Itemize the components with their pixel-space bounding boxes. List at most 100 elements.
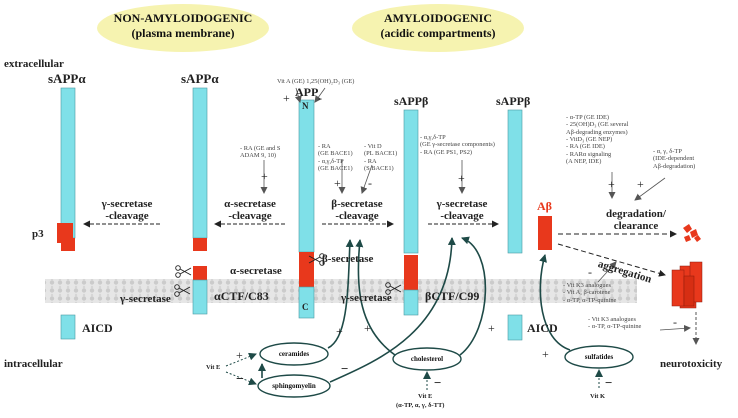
gamma-secretase-mid-label: γ-secretase	[341, 292, 392, 304]
beta-reg-arrow-2	[360, 164, 373, 194]
gamma-cleavage-1-label: γ-secretase-cleavage	[92, 198, 162, 222]
beta-regulators-right-note: - Vit D (PL BACE1) - RA (S BACE1)	[364, 143, 397, 172]
beta-regulators-left-note: - RA (GE BACE1) - α,γ,δ-TP (GE BACE1)	[318, 143, 353, 172]
sulfatides-oval	[564, 345, 634, 369]
abeta-aggregate	[671, 261, 703, 309]
app-reg-arrow-1	[294, 87, 302, 103]
abeta-block	[538, 216, 552, 250]
intracellular-label: intracellular	[4, 358, 63, 370]
sulfatides-to-abeta	[539, 254, 571, 351]
aggr-reg-arrow	[597, 261, 617, 283]
degr-reg-line: - 25(OH)D₃ (GE several	[566, 121, 629, 129]
vit-e-bottom-label: Vit E	[418, 393, 433, 400]
alpha-secretase-label: α-secretase	[230, 265, 282, 277]
gamma-cleavage-2-line-a: γ-secretase	[436, 198, 488, 210]
cholesterol-to-gamma	[459, 236, 487, 356]
gamma-regulators-note: - α,γ,δ-TP (GE γ-secretase components) -…	[420, 134, 495, 156]
toxicity-regulators-note: - Vit K3 analogues - α-TP, α-TP-quinine	[588, 316, 641, 331]
gamma-reg-line: - RA (GE PS1, PS2)	[420, 148, 473, 156]
gamma-cleavage-1-line-b: -cleavage	[105, 210, 149, 223]
sphingomyelin-oval	[257, 374, 331, 398]
sapp-alpha-2-bar	[192, 87, 208, 251]
p3-block	[57, 223, 73, 243]
alpha-cleavage-line-b: -cleavage	[228, 210, 272, 223]
aicd-1-label: AICD	[82, 321, 113, 335]
beta-reg-line: - Vit D	[364, 143, 382, 150]
degr-reg-line: Aβ-degradation)	[653, 162, 696, 170]
gamma-secretase-left-label: γ-secretase	[120, 293, 171, 305]
aggr-reg-line: - Vit K3 analogues	[563, 282, 611, 289]
gamma-plus-sign: +	[458, 171, 465, 185]
beta-reg-line: (GE BACE1)	[318, 165, 353, 173]
vit-e-to-sphingomyelin	[225, 371, 257, 386]
ceramides-oval	[259, 342, 329, 366]
aicd-2-label: AICD	[527, 321, 558, 335]
beta-reg-line: (GE BACE1)	[318, 150, 353, 158]
sapp-beta-1-bar	[403, 109, 419, 254]
vit-e-minus-sign: −	[236, 372, 244, 387]
degraded-fragments	[683, 224, 701, 242]
degr-reg-line: - α, γ, δ-TP	[653, 148, 682, 155]
sapp-alpha-1-label: sAPPα	[48, 71, 86, 86]
abeta-label: Aβ	[537, 199, 552, 213]
gamma-reg-line: - α,γ,δ-TP	[420, 134, 446, 141]
cholesterol-label: cholesterol	[410, 355, 444, 363]
degr-reg-line: Aβ-degrading enzymes)	[566, 128, 628, 136]
p3-label: p3	[32, 228, 44, 240]
bctf-label: βCTF/C99	[425, 289, 480, 303]
non-amyloidogenic-title: NON-AMYLOIDOGENIC	[113, 11, 253, 25]
sulfatides-plus-sign: +	[542, 347, 549, 361]
amyloidogenic-label: AMYLOIDOGENIC (acidic compartments)	[353, 11, 523, 41]
actf-label: αCTF/C83	[214, 289, 269, 303]
tox-reg-line: - α-TP, α-TP-quinine	[588, 323, 642, 331]
vit-e-forms-label: (α-TP, α, γ, δ-TT)	[396, 402, 445, 409]
app-regulators-note: Vit A (GE) 1,25(OH)₂D₃ (GE)	[277, 78, 355, 85]
ceramides-plus-sign: +	[336, 324, 343, 338]
degradation-regulators-left-note: - α-TP (GE IDE) - 25(OH)D₃ (GE several A…	[566, 114, 628, 166]
degr-reg-line: - RARα signaling	[566, 150, 612, 158]
plasma-membrane	[45, 279, 637, 303]
ceramides-label: ceramides	[278, 350, 310, 358]
aggr-reg-line: - Vit A, β-carotene	[563, 289, 611, 297]
beta-reg-line: (S BACE1)	[364, 165, 394, 173]
cholesterol-plus-sign-2: +	[488, 321, 495, 335]
app-minus-sign: -	[318, 91, 322, 105]
sphingomyelin-label: sphingomyelin	[272, 382, 316, 390]
alpha-reg-line: - RA (GE and S	[240, 145, 281, 152]
tox-minus-sign: -	[673, 315, 677, 329]
aggr-reg-line: - α-TP, α-TP-quinine	[563, 296, 617, 304]
gamma-cleavage-2-line-b: -cleavage	[440, 210, 484, 223]
degr-reg-line: - α-TP (GE IDE)	[566, 114, 610, 121]
bctf-bar	[403, 255, 419, 316]
beta-minus-sign: -	[368, 176, 372, 190]
vit-k-label: Vit K	[590, 393, 606, 400]
scissors-icon-beta	[308, 253, 325, 266]
sphingomyelin-to-gamma-secretase	[329, 237, 456, 383]
alpha-cleavage-line-a: α-secretase	[224, 198, 276, 210]
neurotoxicity-label: neurotoxicity	[660, 358, 723, 370]
degradation-regulators-right-note: - α, γ, δ-TP (IDE-dependent Aβ-degradati…	[653, 148, 695, 170]
vit-e-left-label: Vit E	[206, 364, 221, 371]
gamma-cleavage-2-label: γ-secretase-cleavage	[427, 198, 497, 222]
amyloidogenic-header	[352, 4, 524, 52]
vit-e-bottom-minus-sign: −	[434, 375, 442, 390]
vit-e-plus-sign: +	[236, 348, 243, 362]
gamma-reg-line: (GE γ-secretase components)	[420, 141, 495, 149]
sphingomyelin-minus-sign: −	[341, 361, 349, 376]
aggregation-regulators-note: - Vit K3 analogues - Vit A, β-carotene -…	[563, 282, 616, 304]
beta-cleavage-line-b: -cleavage	[335, 210, 379, 223]
tox-reg-arrow	[659, 324, 691, 332]
non-amyloidogenic-sub: (plasma membrane)	[131, 26, 235, 40]
c-term-label: C	[302, 302, 309, 312]
extracellular-label: extracellular	[4, 58, 64, 70]
degr-plus-sign-2: +	[637, 177, 644, 191]
cholesterol-to-beta	[355, 239, 396, 356]
degradation-line-b: clearance	[613, 220, 659, 233]
degr-reg-line: (IDE-dependent	[653, 155, 695, 163]
sapp-beta-2-label: sAPPβ	[496, 94, 531, 108]
scissors-icon-gamma	[174, 284, 191, 297]
beta-cleavage-line-a: β-secretase	[331, 198, 383, 210]
amyloidogenic-sub: (acidic compartments)	[380, 26, 496, 40]
beta-secretase-label: β-secretase	[322, 253, 374, 265]
